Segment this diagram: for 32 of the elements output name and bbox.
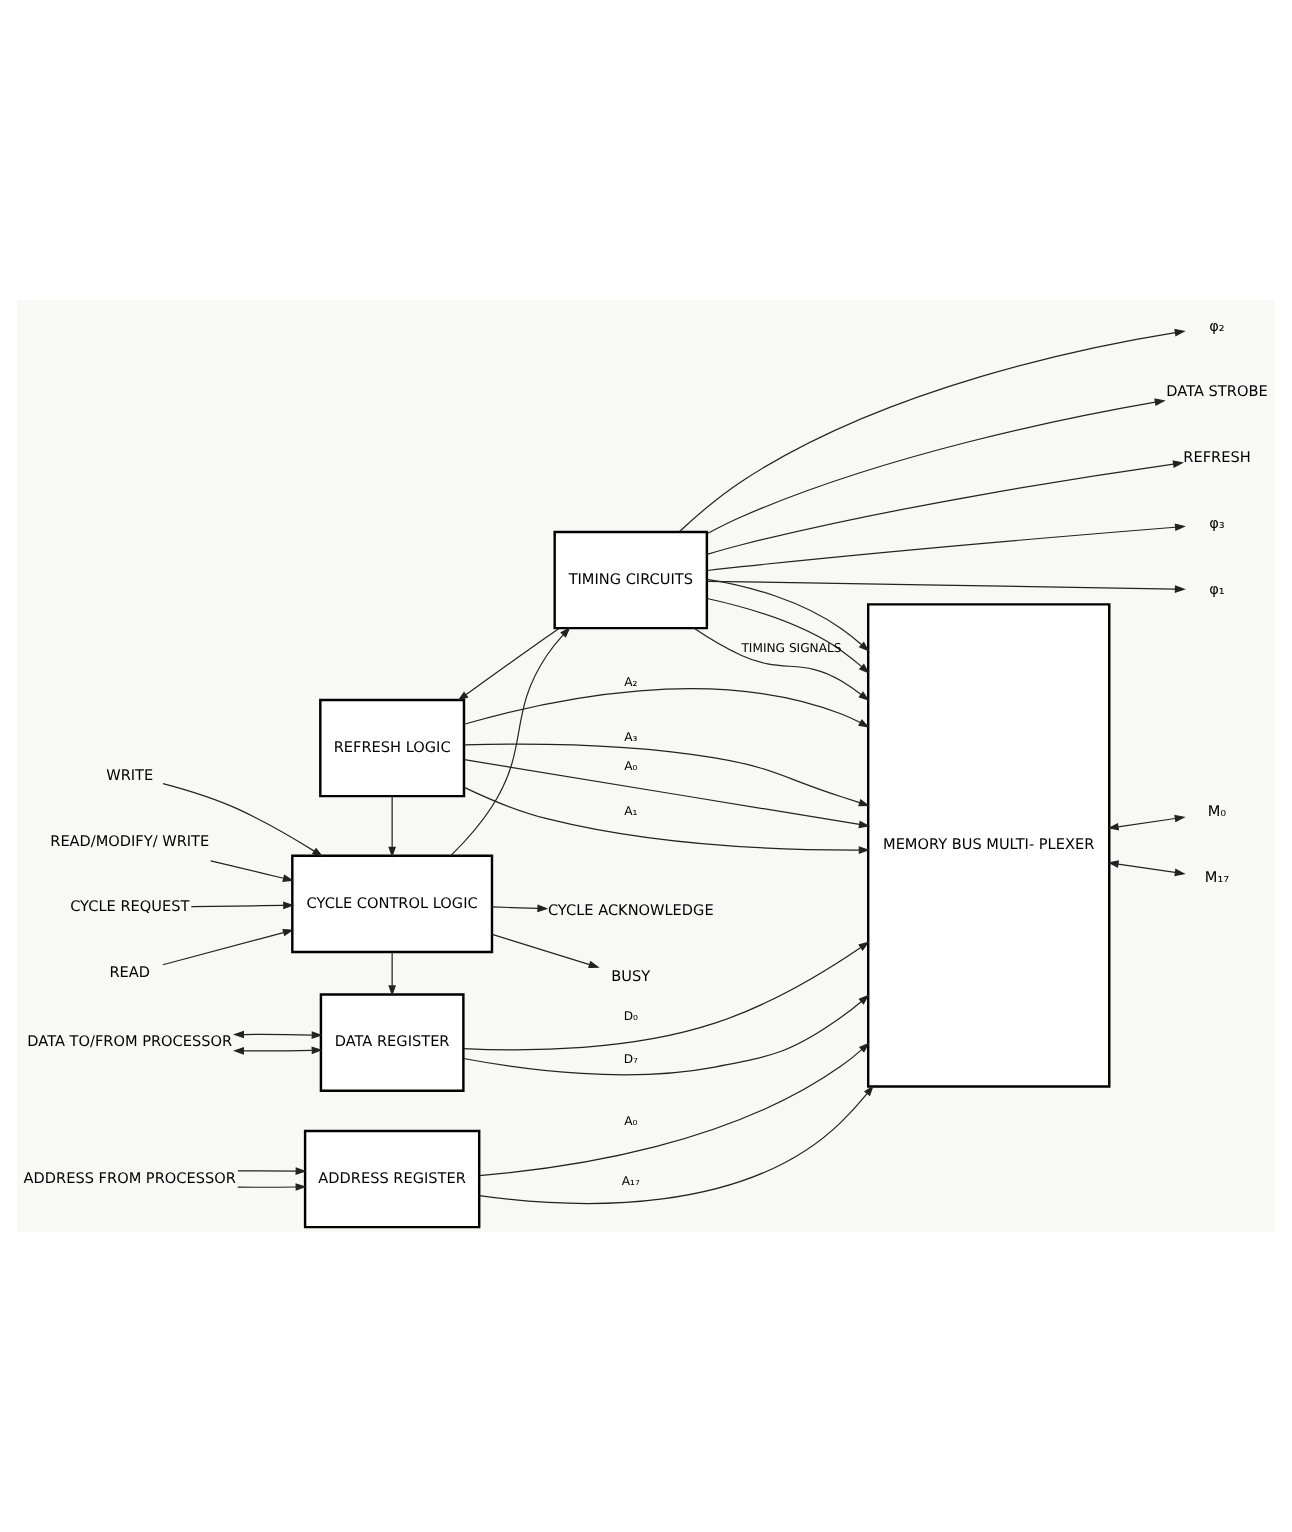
arrow <box>233 1030 323 1039</box>
arrow <box>491 933 600 969</box>
arrow <box>463 786 870 854</box>
arrow <box>210 860 294 882</box>
arrow <box>491 904 549 913</box>
arrow <box>463 759 870 829</box>
arrow <box>478 1085 874 1204</box>
arrow <box>693 627 870 701</box>
arrow <box>706 580 1186 593</box>
arrow <box>388 795 396 858</box>
arrow <box>706 578 870 652</box>
arrow <box>706 398 1166 535</box>
arrow <box>162 783 324 857</box>
arrow <box>450 627 571 857</box>
arrow <box>463 743 870 807</box>
arrow <box>706 597 870 674</box>
arrow <box>1107 860 1186 877</box>
arrow <box>706 523 1186 572</box>
arrow <box>162 928 294 966</box>
arrow <box>1107 814 1186 831</box>
arrow <box>678 328 1186 533</box>
arrow <box>463 688 870 728</box>
arrow <box>706 460 1184 555</box>
arrow <box>457 627 560 701</box>
arrow <box>388 951 396 997</box>
arrow <box>462 994 870 1076</box>
arrow <box>233 1046 323 1055</box>
arrow <box>237 1183 307 1191</box>
arrow <box>478 1042 870 1177</box>
arrow <box>190 901 295 910</box>
arrow <box>463 941 870 1051</box>
arrow <box>237 1167 307 1175</box>
